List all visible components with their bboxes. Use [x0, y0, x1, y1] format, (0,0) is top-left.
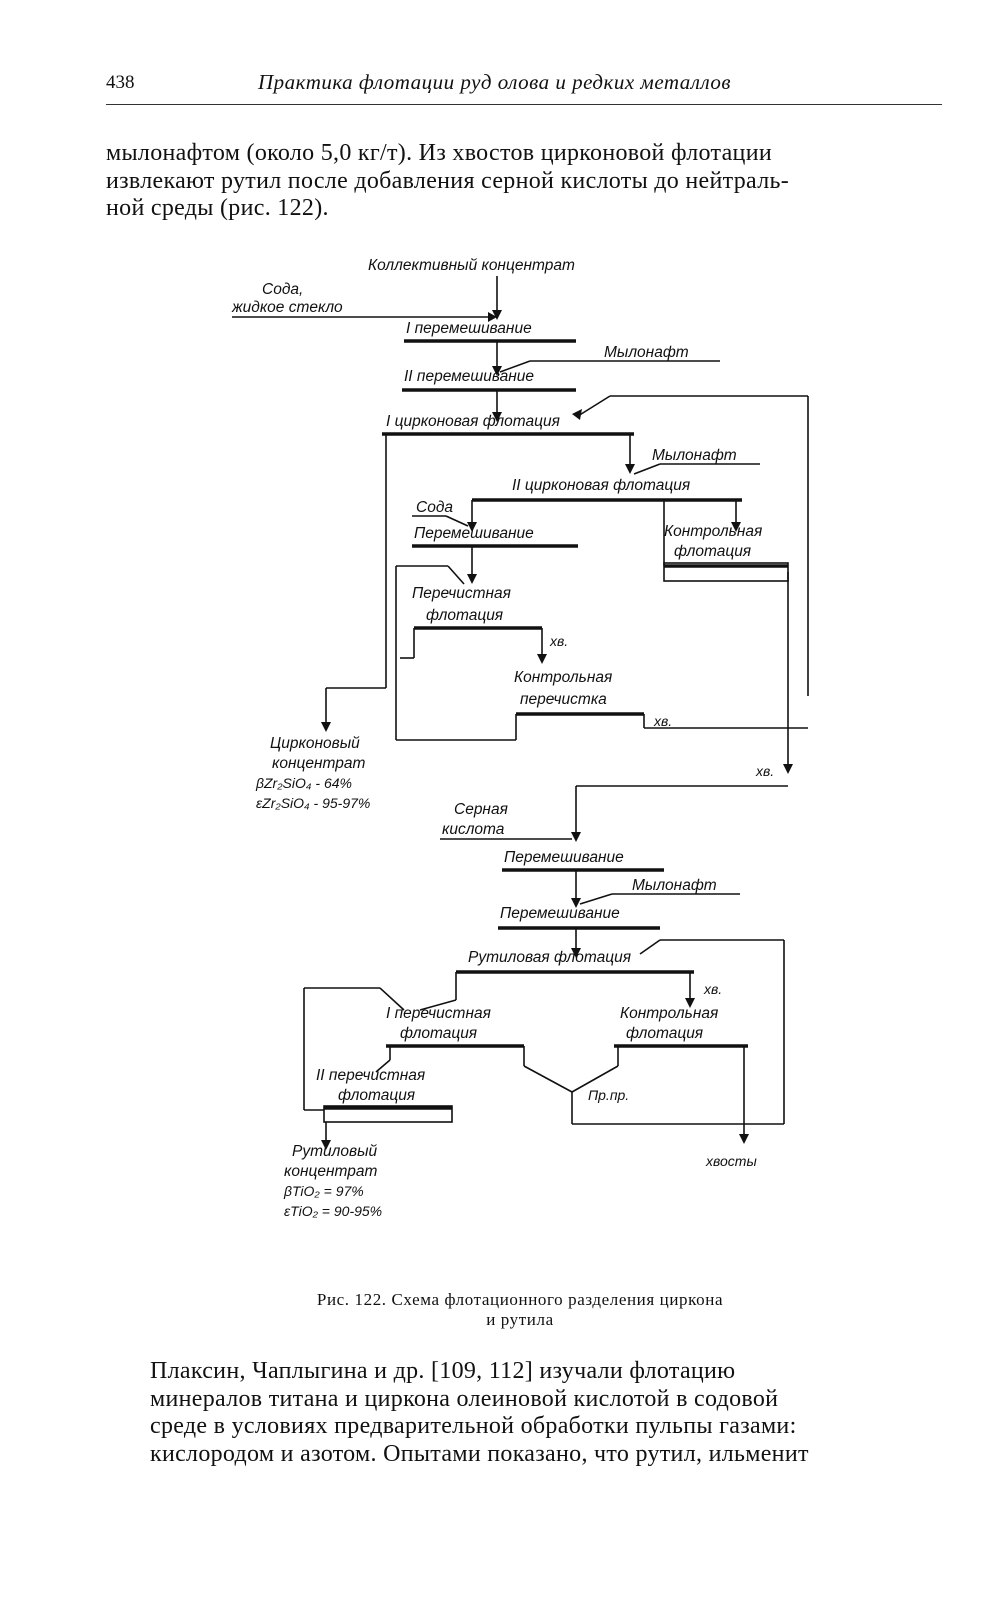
figure-caption: Рис. 122. Схема флотационного разделения… [106, 1290, 934, 1330]
op-control-flotation-2-line1: Контрольная [620, 1005, 718, 1022]
arrow-head [571, 898, 581, 908]
arrow-head [625, 464, 635, 474]
op-cleaning-2-line1: II перечистная [316, 1067, 425, 1084]
caption-line: Рис. 122. Схема флотационного разделения… [316, 1290, 724, 1309]
op-mixing-2: II перемешивание [404, 368, 534, 385]
arrow-head [731, 522, 741, 532]
label-zircon-recovery: εZr₂SiO₄ - 95-97% [256, 795, 370, 811]
label-collective-concentrate: Коллективный концентрат [368, 257, 575, 274]
op-cleaning-flotation-line1: Перечистная [412, 585, 511, 602]
label-sulfuric-acid-line2: кислота [442, 821, 505, 838]
label-middlings: Пр.пр. [588, 1087, 629, 1103]
op-zircon-flotation-1: I цирконовая флотация [386, 413, 560, 430]
recycle-line [379, 987, 405, 1011]
reagent-line [445, 515, 469, 527]
flow-line [571, 1065, 619, 1093]
op-rutile-flotation: Рутиловая флотация [468, 949, 631, 966]
flow-line [523, 1065, 573, 1093]
header-rule [106, 104, 942, 105]
recycle-line [577, 395, 611, 417]
op-control-flotation-1-line2: флотация [674, 543, 751, 560]
op-cleaning-1-line1: I перечистная [386, 1005, 491, 1022]
text-line: минералов титана и циркона олеиновой кис… [150, 1385, 779, 1412]
intro-paragraph: мылонафтом (около 5,0 кг/т). Из хвостов … [106, 140, 934, 223]
reagent-line [579, 893, 613, 905]
label-mylonaft-1: Мылонафт [604, 344, 689, 361]
label-tails-4: хв. [703, 981, 722, 997]
arrow-head [571, 832, 581, 842]
text-line: мылонафтом (около 5,0 кг/т). Из хвостов … [106, 140, 772, 166]
arrow-head [488, 312, 497, 322]
op-box [323, 1105, 453, 1123]
recycle-line [639, 939, 661, 955]
text-line: извлекают рутил после добавления серной … [106, 167, 790, 194]
label-soda-2: Сода [416, 499, 453, 516]
op-control-flotation-1-line1: Контрольная [664, 523, 762, 540]
label-mylonaft-2: Мылонафт [652, 447, 737, 464]
label-rutile-grade: βTiO₂ = 97% [283, 1183, 364, 1199]
label-tails-2: хв. [653, 713, 672, 729]
op-control-cleaning-line2: перечистка [520, 691, 607, 708]
text-line: кислородом и азотом. Опытами показано, ч… [150, 1440, 809, 1467]
op-control-flotation-2-line2: флотация [626, 1025, 703, 1042]
text-line: Плаксин, Чаплыгина и др. [109, 112] изуч… [150, 1358, 736, 1384]
label-zircon-concentrate-line2: концентрат [272, 755, 365, 772]
label-liquid-glass: жидкое стекло [231, 299, 343, 316]
op-cleaning-flotation-line2: флотация [426, 607, 503, 624]
text-line: среде в условиях предварительной обработ… [150, 1413, 797, 1439]
label-soda: Сода, [262, 281, 303, 298]
arrow-head [321, 1140, 331, 1150]
op-mixing-1: I перемешивание [406, 320, 532, 337]
label-mylonaft-3: Мылонафт [632, 877, 717, 894]
arrow-head [571, 948, 581, 958]
arrow-head [492, 412, 502, 422]
label-zircon-concentrate-line1: Цирконовый [270, 735, 360, 752]
op-cleaning-1-line2: флотация [400, 1025, 477, 1042]
op-control-cleaning-line1: Контрольная [514, 669, 612, 686]
arrow-head [492, 366, 502, 376]
op-mixing-5: Перемешивание [500, 905, 620, 922]
arrow-head [685, 998, 695, 1008]
label-zircon-grade: βZr₂SiO₄ - 64% [255, 775, 352, 791]
recycle-line [447, 565, 465, 585]
arrow-head [492, 310, 502, 320]
flow-line [375, 1059, 391, 1073]
op-mixing-4: Перемешивание [504, 849, 624, 866]
label-tails-1: хв. [549, 633, 568, 649]
label-rutile-recovery: εTiO₂ = 90-95% [284, 1203, 382, 1219]
caption-line: и рутила [486, 1310, 554, 1329]
label-rutile-concentrate-line2: концентрат [284, 1163, 377, 1180]
running-head: Практика флотации руд олова и редких мет… [258, 70, 731, 94]
flowchart-diagram: Коллективный концентрат Сода, жидкое сте… [231, 257, 809, 1219]
op-mixing-3: Перемешивание [414, 525, 534, 542]
arrow-head [537, 654, 547, 664]
label-tailings: хвосты [705, 1153, 757, 1169]
label-tails-3: хв. [755, 763, 774, 779]
arrow-head [572, 409, 582, 420]
reagent-line [633, 463, 661, 475]
arrow-head [467, 574, 477, 584]
arrow-head [783, 764, 793, 774]
body-paragraph: Плаксин, Чаплыгина и др. [109, 112] изуч… [106, 1358, 934, 1468]
flow-line [419, 999, 457, 1011]
arrow-head [467, 522, 477, 532]
label-sulfuric-acid-line1: Серная [454, 801, 508, 818]
op-zircon-flotation-2: II цирконовая флотация [512, 477, 690, 494]
page-number: 438 [106, 72, 135, 93]
op-cleaning-2-line2: флотация [338, 1087, 415, 1104]
arrow-head [321, 722, 331, 732]
text-line: ной среды (рис. 122). [106, 195, 329, 221]
reagent-line [499, 360, 531, 373]
arrow-head [739, 1134, 749, 1144]
label-rutile-concentrate-line1: Рутиловый [292, 1143, 377, 1160]
